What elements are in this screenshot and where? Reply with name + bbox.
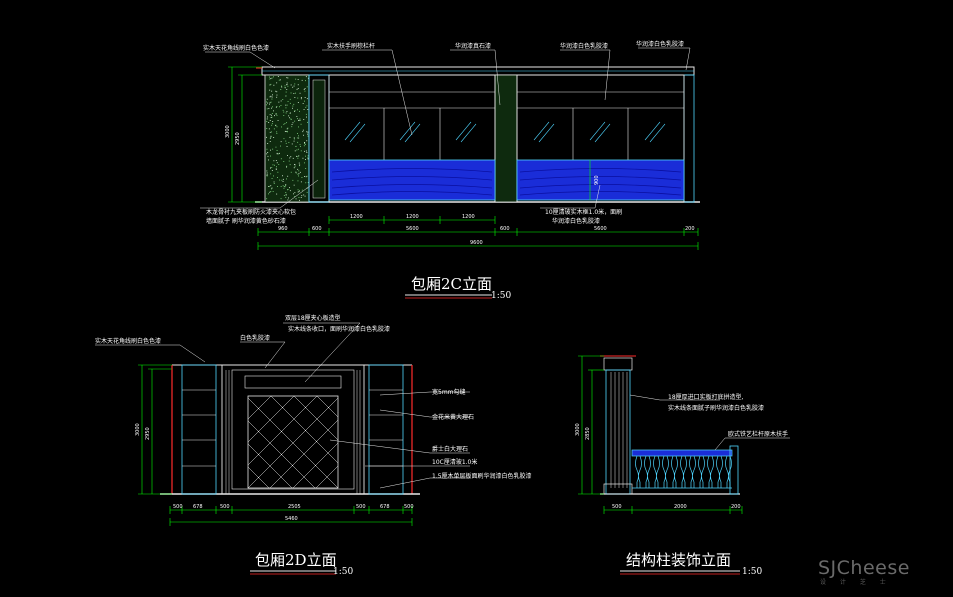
dim-2c-row-3: 5600 — [406, 226, 419, 232]
dim-2d-row-3: 500 — [220, 504, 230, 510]
dim-2d-row-1: 500 — [173, 504, 183, 510]
dim-col-height-outer: 3000 — [575, 423, 581, 436]
dim-2d-row-4: 2505 — [288, 504, 301, 510]
label-2c-bottom-left-1: 木龙骨衬九夹板刷防火漆夹心软包 — [206, 208, 296, 216]
label-2c-bottom-left-2: 墙面腻子 刷华润漆黄色砂石漆 — [206, 217, 286, 225]
dim-height-inner: 2950 — [235, 132, 241, 145]
label-2d-right-3: 爵士白大理石 — [432, 445, 468, 453]
scale-2d: 1:50 — [333, 567, 353, 577]
label-2d-right-2: 金花米黄大理石 — [432, 413, 474, 421]
dim-2c-row-4: 600 — [500, 226, 510, 232]
textured-column-mid — [494, 74, 518, 203]
dim-2c-top-1: 1200 — [350, 214, 363, 220]
dim-height-outer: 3000 — [225, 125, 231, 138]
window-bay-right — [516, 74, 685, 203]
label-2d-right-1: 宽5mm勾缝 — [432, 388, 466, 396]
label-2d-top-center-2: 实木线条收口，面刷华润漆白色乳胶漆 — [288, 325, 390, 333]
label-2c-bottom-mid-2: 华润漆白色乳胶漆 — [552, 217, 600, 225]
elevation-2c: 3000 2950 900 1200 1200 1200 960 600 560 — [200, 40, 700, 301]
title-2d: 包厢2D立面 — [255, 551, 337, 569]
watermark-text: SJCheese — [818, 557, 910, 579]
dim-2d-row-5: 500 — [356, 504, 366, 510]
label-col-right-1: 18厘厚进口实板打底拼造型, — [668, 393, 744, 401]
label-2d-top-center-1: 双层18厘夹心板造型 — [285, 314, 341, 322]
column-base — [603, 483, 633, 495]
column-shaft — [605, 369, 631, 495]
textured-wall-panel-left — [264, 74, 310, 203]
label-2d-top-left: 实木天花角线刷白色色漆 — [95, 337, 161, 345]
watermark-subtext: 设 计 芝 士 — [820, 578, 892, 586]
label-2d-right-4: 10C厘清玻1.0米 — [432, 458, 477, 466]
label-2c-top-right: 华润漆白色乳胶漆 — [560, 42, 608, 50]
dim-2d-height-inner: 2950 — [145, 427, 151, 440]
label-2c-top-left: 实木天花角线刷白色色漆 — [203, 44, 269, 52]
window-bay-left — [328, 74, 496, 203]
scale-column: 1:50 — [742, 567, 762, 577]
dim-rail-height: 900 — [594, 175, 600, 185]
dim-2d-total: 5460 — [285, 516, 298, 522]
dim-2c-row-5: 5600 — [594, 226, 607, 232]
title-column: 结构柱装饰立面 — [626, 551, 731, 569]
dim-col-height-inner: 2850 — [585, 427, 591, 440]
column-capital — [603, 357, 633, 371]
label-2c-top-far-right: 华润漆白色乳胶漆 — [636, 40, 684, 48]
label-col-right-2: 实木线条面腻子刷华润漆白色乳胶漆 — [668, 404, 764, 412]
feature-wall-frame — [221, 364, 365, 495]
watermark-logo: SJCheese 设 计 芝 士 — [818, 557, 910, 586]
dim-col-row-3: 200 — [731, 504, 741, 510]
elevation-2d: 3000 2950 500 678 500 2505 500 678 500 5… — [95, 314, 532, 577]
dim-2d-row-2: 678 — [193, 504, 203, 510]
dim-2d-row-6: 678 — [380, 504, 390, 510]
label-col-right-3: 欧式铁艺栏杆原木扶手 — [728, 430, 788, 438]
elevation-column: 3000 2850 500 2000 200 18厘厚进口实板打底拼造型, 实木… — [575, 355, 790, 577]
dim-col-row-1: 500 — [612, 504, 622, 510]
dim-2c-row-1: 960 — [278, 226, 288, 232]
pilaster-right — [683, 74, 695, 203]
scale-2c: 1:50 — [491, 291, 511, 301]
label-2c-top-mid: 华润漆真石漆 — [455, 42, 491, 50]
shelf-bay-left — [181, 364, 217, 495]
dim-2c-row-6: 200 — [685, 226, 695, 232]
dim-2d-height-outer: 3000 — [135, 423, 141, 436]
dim-2c-total: 9600 — [470, 240, 483, 246]
label-2c-top-rail: 实木扶手刷棕栏杆 — [327, 42, 375, 50]
dim-2d-row-7: 500 — [404, 504, 414, 510]
dim-2c-row-2: 600 — [312, 226, 322, 232]
dim-2c-top-2: 1200 — [406, 214, 419, 220]
dim-2c-top-3: 1200 — [462, 214, 475, 220]
label-2d-right-5: 1.5厘木单层板面刷华润漆白色乳胶漆 — [432, 472, 532, 480]
label-2d-top-mid: 白色乳胶漆 — [240, 334, 270, 342]
title-2c: 包厢2C立面 — [411, 275, 492, 293]
shelf-bay-right — [368, 364, 404, 495]
label-2c-bottom-mid-1: 10厘清玻实木框1.0米，面刷 — [545, 208, 622, 216]
dim-col-row-2: 2000 — [674, 504, 687, 510]
upholstered-panel-left — [328, 159, 496, 201]
balustrade-railing — [631, 445, 739, 495]
upholstered-panel-right — [516, 159, 685, 201]
